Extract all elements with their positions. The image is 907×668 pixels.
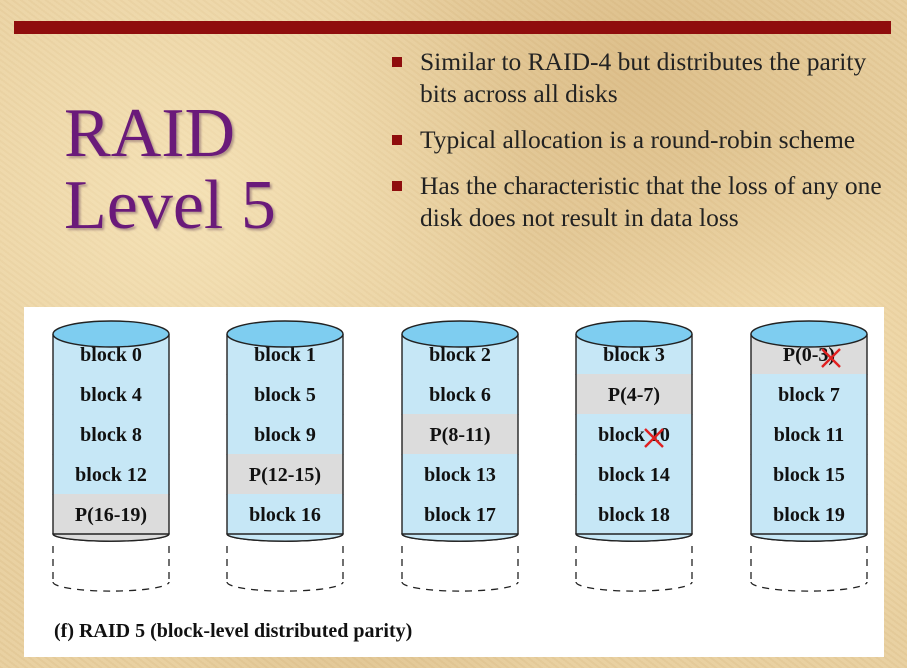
- disk-spare-space: [52, 581, 170, 592]
- block-label: P(16-19): [75, 504, 147, 526]
- disk-spare-space: [750, 581, 868, 592]
- bullet-text: Has the characteristic that the loss of …: [420, 171, 882, 232]
- block-label: block 5: [254, 384, 316, 406]
- block-label: P(8-11): [429, 424, 490, 446]
- block-label: block 16: [249, 504, 321, 526]
- disk-array-graphic: block 0 block 4 block 8 block 12 P(16-19) blo…: [52, 320, 868, 592]
- block-label: block 11: [774, 424, 845, 446]
- disk-spare-space: [401, 581, 519, 592]
- disk-bottom-curve: [52, 533, 170, 542]
- disk-block: [751, 454, 867, 494]
- bullet-list: Similar to RAID-4 but distributes the pa…: [392, 46, 892, 248]
- bullet-item: Typical allocation is a round-robin sche…: [392, 124, 892, 156]
- bullet-text: Typical allocation is a round-robin sche…: [420, 125, 856, 154]
- block-label: block 13: [424, 464, 496, 486]
- disk-bottom-curve: [575, 533, 693, 542]
- disk-block: [227, 374, 343, 414]
- disk-spare-space: [226, 581, 344, 592]
- slide-title: RAID Level 5: [64, 98, 276, 242]
- disk-block: [576, 374, 692, 414]
- disk-block: [227, 494, 343, 534]
- disk-bottom-curve: [401, 533, 519, 542]
- block-label: block 0: [80, 344, 142, 366]
- slide-title-line2: Level 5: [64, 167, 276, 244]
- block-label: P(12-15): [249, 464, 321, 486]
- block-label: block 6: [429, 384, 491, 406]
- disk-top: [52, 320, 170, 348]
- disk-bottom-curve: [226, 533, 344, 542]
- disk-block: [53, 494, 169, 534]
- figure-caption: (f) RAID 5 (block-level distributed pari…: [54, 620, 413, 642]
- block-label: block 9: [254, 424, 316, 446]
- disk-block: [402, 374, 518, 414]
- block-label: block 19: [773, 504, 845, 526]
- disk-top: [750, 320, 868, 348]
- raid5-diagram: block 0 block 4 block 8 block 12 P(16-19) blo…: [24, 307, 884, 657]
- disk-block: [53, 454, 169, 494]
- disk-block: [751, 374, 867, 414]
- failure-cross-icon: [644, 428, 664, 448]
- bullet-item: Similar to RAID-4 but distributes the pa…: [392, 46, 892, 110]
- disk-block: [576, 494, 692, 534]
- title-bar-accent: [14, 21, 891, 34]
- disk-block: [53, 374, 169, 414]
- disk-block: [751, 414, 867, 454]
- disk-top: [226, 320, 344, 348]
- bullet-item: Has the characteristic that the loss of …: [392, 170, 892, 234]
- disk-block: [576, 414, 692, 454]
- block-label: block 14: [598, 464, 670, 486]
- bullet-square-icon: [392, 135, 402, 145]
- block-label: P(4-7): [608, 384, 660, 406]
- disk-block: [402, 414, 518, 454]
- slide-title-line1: RAID: [64, 95, 236, 172]
- block-label: block 2: [429, 344, 491, 366]
- disk-block: [576, 454, 692, 494]
- block-label: block 7: [778, 384, 840, 406]
- bullet-square-icon: [392, 181, 402, 191]
- failure-cross-icon: [821, 348, 841, 368]
- block-label: block 4: [80, 384, 142, 406]
- block-label: block 3: [603, 344, 665, 366]
- block-label: block 18: [598, 504, 670, 526]
- block-label: block 17: [424, 504, 496, 526]
- block-label: block 8: [80, 424, 142, 446]
- disk-top: [575, 320, 693, 348]
- block-label: block 12: [75, 464, 147, 486]
- disk-block: [751, 494, 867, 534]
- disk-block: [227, 414, 343, 454]
- bullet-square-icon: [392, 57, 402, 67]
- block-label: block 1: [254, 344, 316, 366]
- bullet-text: Similar to RAID-4 but distributes the pa…: [420, 47, 867, 108]
- disk-block: [402, 454, 518, 494]
- disk-block: [227, 454, 343, 494]
- disk-bottom-curve: [750, 533, 868, 542]
- disk-top: [401, 320, 519, 348]
- block-label: block 15: [773, 464, 845, 486]
- disk-block: [402, 494, 518, 534]
- disk-block: [53, 414, 169, 454]
- disk-spare-space: [575, 581, 693, 592]
